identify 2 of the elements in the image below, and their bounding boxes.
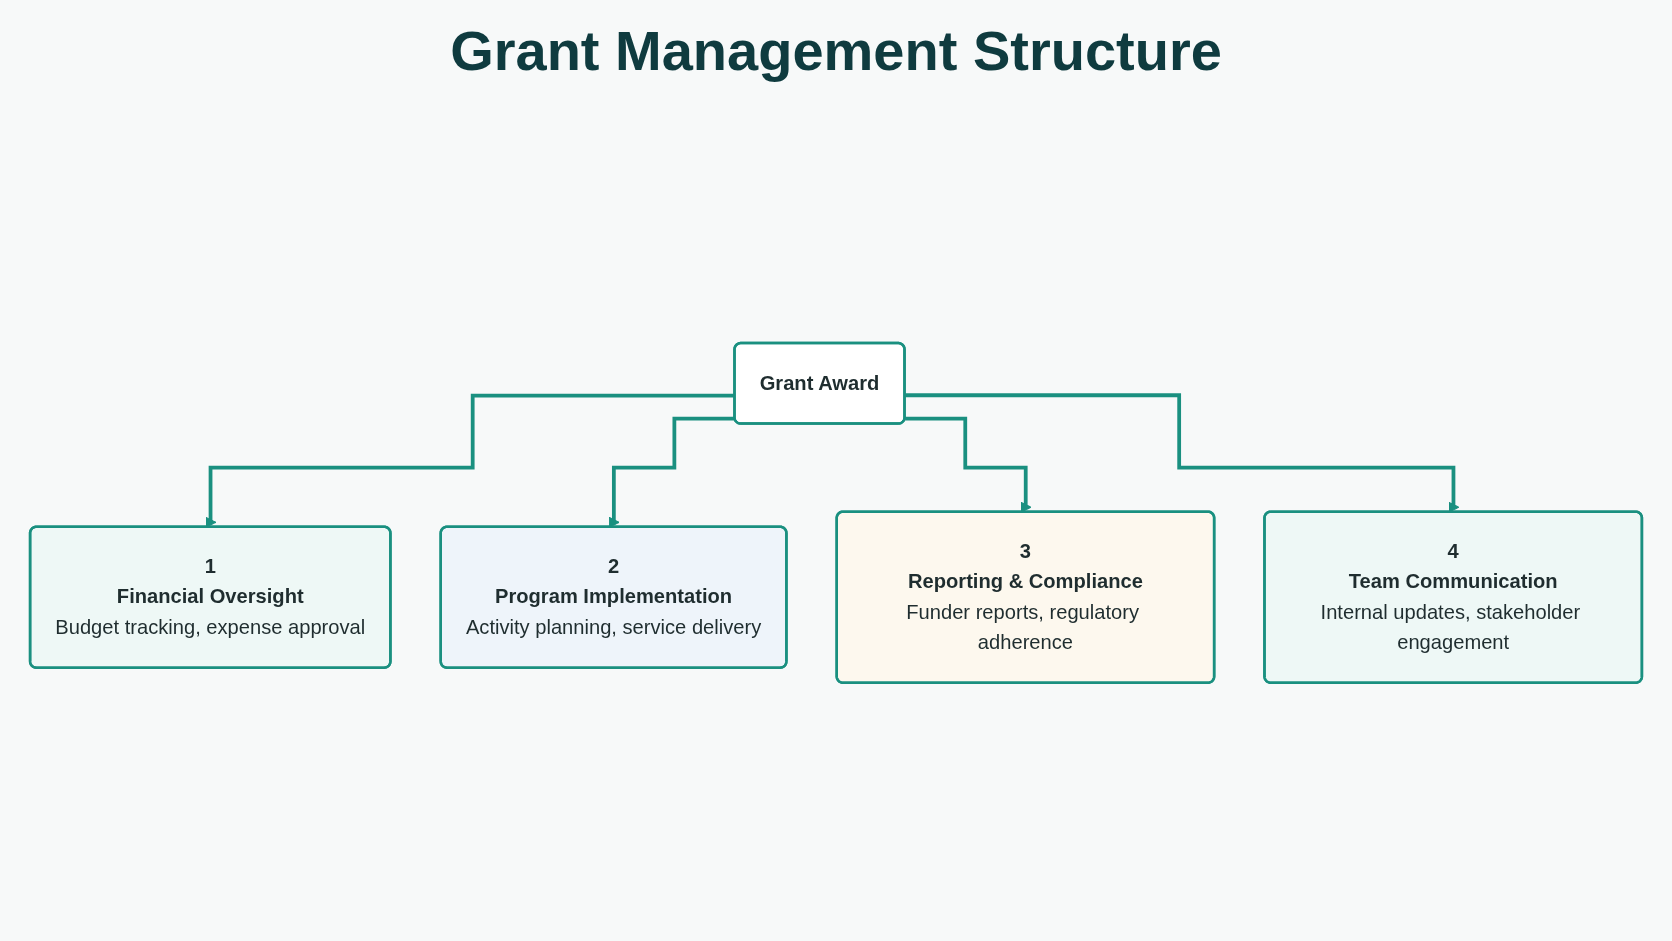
diagram-title: Grant Management Structure xyxy=(449,18,1223,84)
diagram: Grant Award 1 Financial Oversight Budget tracking, expense approval 2 Program Implementation Activity planning, service delivery 3 Reporting & Compliance Funder reports, regulatory adherence 4 Team Communication Internal updates, stakeholder engagement xyxy=(20,333,1652,693)
